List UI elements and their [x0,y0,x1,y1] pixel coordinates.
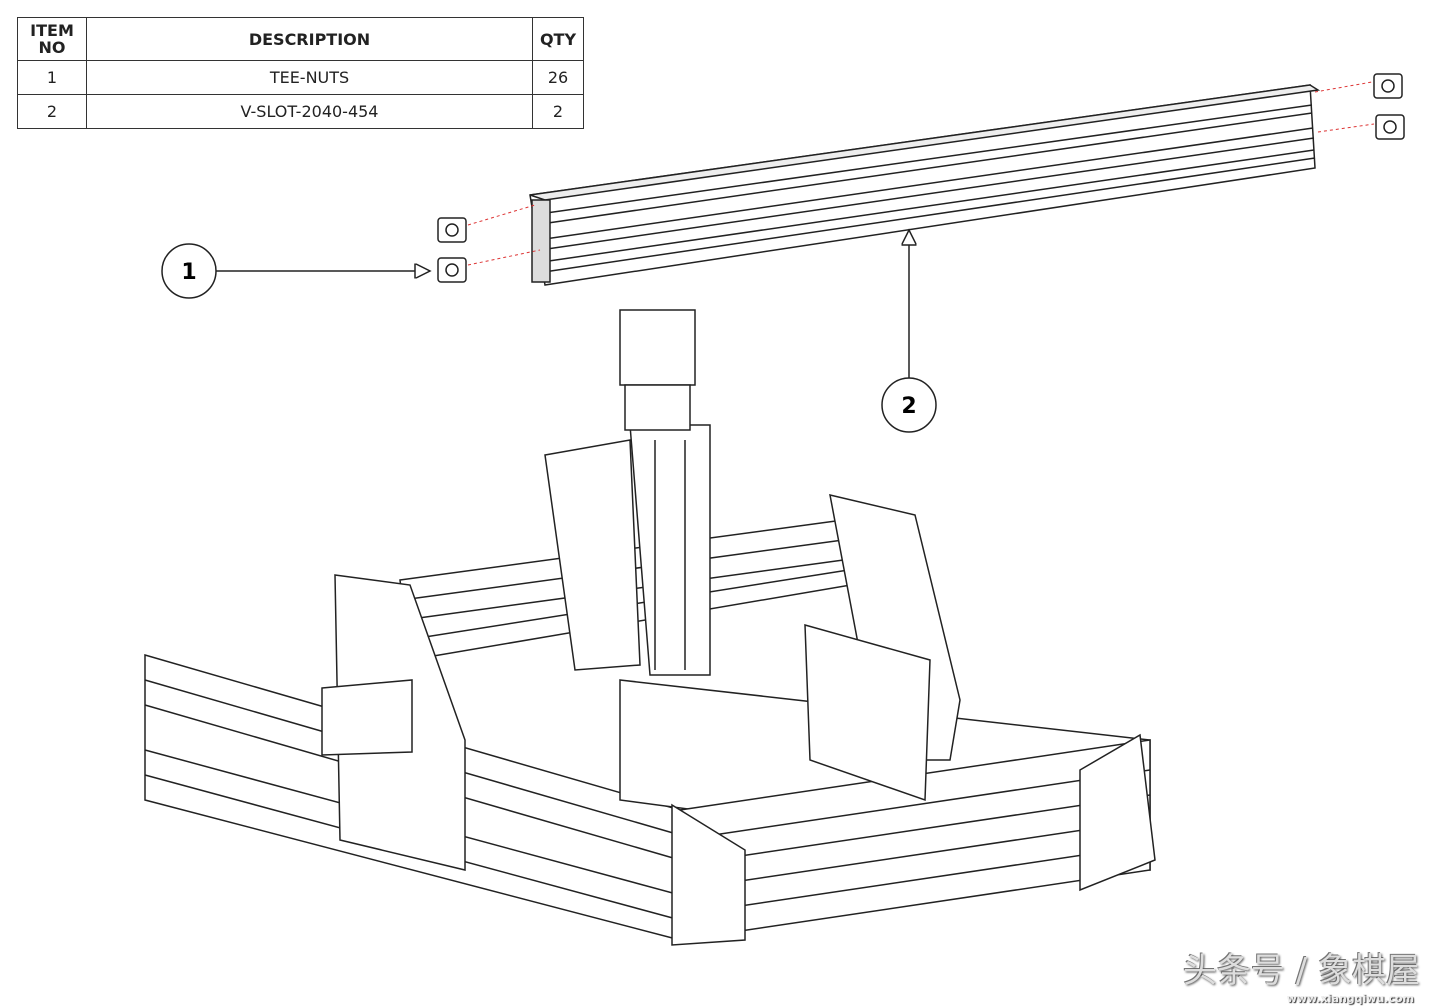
qty: 26 [532,60,584,95]
bill-of-materials-table: ITEM NO DESCRIPTION QTY 1 TEE-NUTS 26 2 … [17,17,584,129]
cnc-machine-frame [144,309,1156,946]
table-row: 2 V-SLOT-2040-454 2 [17,94,584,129]
item-no: 2 [17,94,87,129]
tee-nut [1373,73,1403,99]
header-description: DESCRIPTION [86,17,533,61]
tee-nuts [437,73,1405,283]
callout-1-label: 1 [181,260,196,285]
watermark: 头条号 / 象棋屋 [1182,951,1420,991]
v-slot-rail [529,84,1321,286]
callout-2 [881,230,937,433]
description: TEE-NUTS [86,60,533,95]
table-header-row: ITEM NO DESCRIPTION QTY [17,17,584,61]
header-qty: QTY [532,17,584,61]
table-row: 1 TEE-NUTS 26 [17,60,584,95]
qty: 2 [532,94,584,129]
tee-nut [1375,114,1405,140]
item-no: 1 [17,60,87,95]
callout-1 [161,243,430,299]
description: V-SLOT-2040-454 [86,94,533,129]
watermark-url: www.xiangqiwu.com [1286,992,1414,1005]
header-item-no: ITEM NO [17,17,87,61]
tee-nut [437,217,467,243]
tee-nut [437,257,467,283]
callout-2-label: 2 [901,394,916,419]
